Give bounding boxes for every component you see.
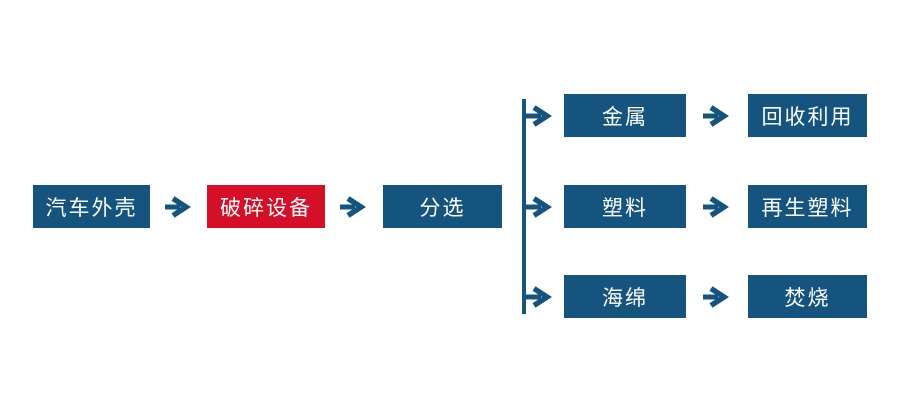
node-sorting: 分选: [383, 185, 502, 228]
node-crushing-equipment: 破碎设备: [207, 185, 325, 228]
right-arrow-icon: [165, 196, 191, 218]
node-metal: 金属: [564, 94, 686, 137]
branch-connector-line: [522, 99, 526, 314]
node-recycling-reuse: 回收利用: [748, 94, 867, 137]
right-arrow-icon: [703, 105, 729, 127]
node-recycled-plastic: 再生塑料: [748, 185, 867, 228]
node-plastic: 塑料: [564, 185, 686, 228]
right-arrow-icon: [526, 105, 552, 127]
node-car-shell: 汽车外壳: [33, 185, 150, 228]
node-sponge: 海绵: [564, 275, 686, 318]
right-arrow-icon: [526, 196, 552, 218]
right-arrow-icon: [340, 196, 366, 218]
node-incineration: 焚烧: [748, 275, 867, 318]
right-arrow-icon: [526, 286, 552, 308]
right-arrow-icon: [703, 196, 729, 218]
right-arrow-icon: [703, 286, 729, 308]
